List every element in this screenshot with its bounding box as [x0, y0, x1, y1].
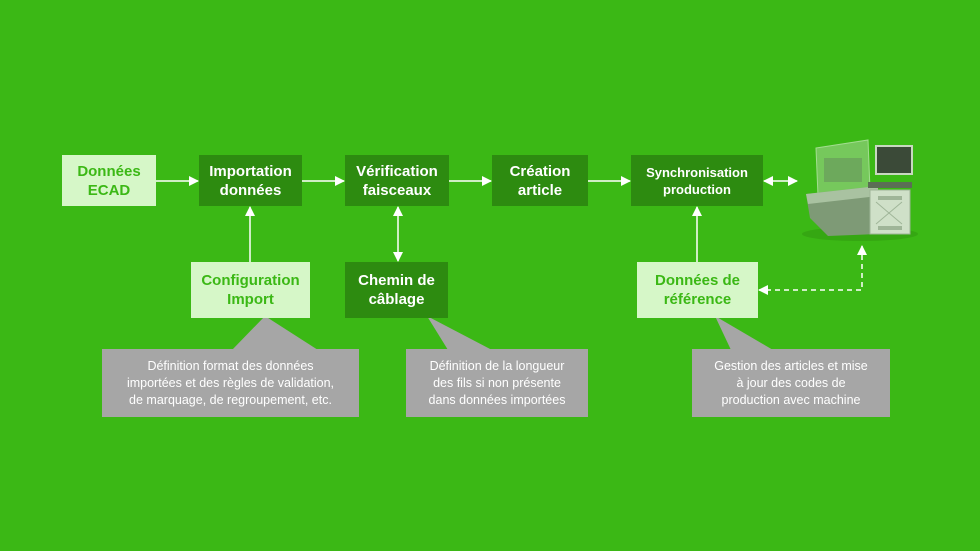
callout-configuration: Définition format des données importées …	[102, 349, 359, 417]
callout-chemin-line: Définition de la longueur	[429, 358, 565, 373]
node-reference-line1: Données de	[654, 272, 741, 289]
node-creation-line1: Création	[509, 162, 571, 180]
callout-config-pointer	[232, 316, 318, 350]
callout-reference-line: production avec machine	[721, 392, 861, 407]
node-reference-line2: référence	[663, 291, 732, 308]
node-chemin-line2: câblage	[368, 291, 425, 308]
node-import-line2: données	[219, 181, 282, 199]
production-machine-image	[798, 138, 920, 242]
callout-reference: Gestion des articles et mise à jour des …	[692, 349, 890, 417]
node-donnees-de-reference: Données de référence	[637, 262, 758, 318]
node-verification-line2: faisceaux	[362, 181, 432, 199]
node-config-line2: Import	[227, 291, 274, 308]
callout-config-line: Définition format des données	[147, 358, 314, 373]
node-verification-line1: Vérification	[356, 162, 438, 180]
node-sync-line1: Synchronisation	[646, 164, 748, 180]
callout-reference-line: Gestion des articles et mise	[714, 358, 868, 373]
node-creation-line2: article	[517, 181, 563, 199]
node-chemin-line1: Chemin de	[358, 272, 435, 289]
callout-config-line: de marquage, de regroupement, etc.	[129, 392, 332, 407]
arrow-machine-reference-dashed	[758, 245, 867, 295]
node-chemin-de-cablage: Chemin de câblage	[345, 262, 448, 318]
node-ecad-line1: Données	[77, 162, 141, 180]
node-config-line1: Configuration	[201, 272, 300, 289]
callout-chemin-line: des fils si non présente	[433, 375, 561, 390]
callout-reference-line: à jour des codes de	[736, 375, 846, 390]
callout-chemin-pointer	[427, 316, 492, 350]
callout-chemin: Définition de la longueur des fils si no…	[406, 349, 588, 417]
callout-chemin-line: dans données importées	[428, 392, 566, 407]
callout-config-line: importées et des règles de validation,	[126, 375, 335, 390]
callout-reference-pointer	[715, 316, 773, 350]
node-import-line1: Importation	[209, 162, 292, 180]
node-sync-line2: production	[663, 181, 731, 197]
node-ecad-line2: ECAD	[87, 181, 131, 199]
